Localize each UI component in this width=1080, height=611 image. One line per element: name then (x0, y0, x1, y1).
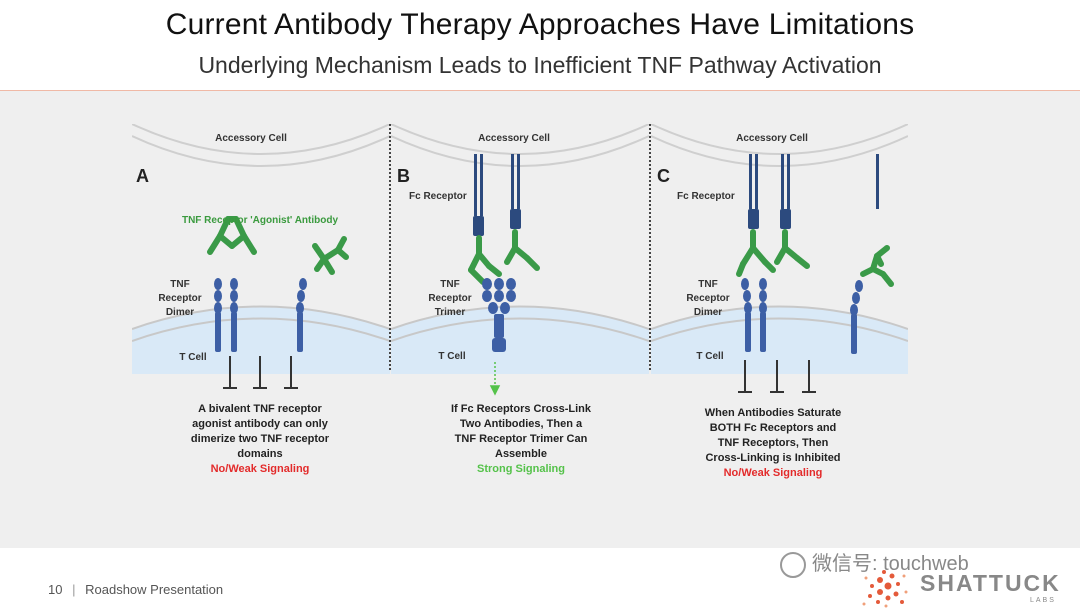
caption-line: Cross-Linking is Inhibited (705, 452, 841, 464)
activation-arrow (489, 362, 501, 396)
page-number: 10 (48, 582, 63, 597)
panel-c-t-cell-label: T Cell (696, 351, 724, 362)
receptor-label-line: Trimer (434, 307, 466, 318)
receptor-label-line: Receptor (686, 293, 730, 304)
receptor-label-line: TNF (698, 279, 718, 290)
shattuck-logo: SHATTUCK LABS (858, 566, 1068, 610)
footer-separator: | (72, 582, 76, 597)
panel-b-signal: Strong Signaling (477, 463, 565, 475)
panel-c-illustration (651, 124, 908, 374)
panel-b-caption: If Fc Receptors Cross-Link Two Antibodie… (431, 402, 611, 477)
caption-line: If Fc Receptors Cross-Link (451, 403, 591, 415)
caption-line: agonist antibody can only (192, 418, 328, 430)
receptor-label-line: Dimer (165, 307, 195, 318)
receptor-label-line: Dimer (693, 307, 723, 318)
t-cell-membrane-inner (391, 317, 649, 342)
mechanism-diagram: A Accessory Cell TNF Receptor 'Agonist' … (132, 124, 908, 494)
footer-label: Roadshow Presentation (85, 582, 224, 597)
tnf-receptor-trimer (482, 278, 516, 352)
caption-line: Two Antibodies, Then a (459, 418, 583, 430)
t-cell-membrane-outer (391, 305, 649, 330)
slide-subtitle: Underlying Mechanism Leads to Inefficien… (198, 52, 882, 78)
tnf-receptor-dimer (741, 278, 767, 352)
panel-b-t-cell-label: T Cell (438, 351, 466, 362)
caption-line: domains (237, 448, 283, 460)
accessory-cell-membrane-inner (132, 135, 390, 167)
panel-a: A Accessory Cell TNF Receptor 'Agonist' … (132, 124, 390, 494)
panel-c-receptor-label: TNF Receptor Dimer (683, 278, 733, 320)
panel-c-molecules (736, 154, 894, 393)
logo-subtext: LABS (1030, 597, 1056, 604)
panel-a-letter: A (136, 166, 149, 186)
panel-c-fc-receptor-label: Fc Receptor (677, 191, 735, 202)
panel-divider-bc (649, 124, 651, 370)
panel-b: B Accessory Cell Fc Receptor TNF Recepto… (391, 124, 649, 494)
watermark-text: 微信号: touchweb (812, 553, 969, 575)
panel-b-receptor-label: TNF Receptor Trimer (425, 278, 475, 320)
accessory-cell-membrane-inner (651, 135, 908, 167)
panel-a-t-cell-label: T Cell (179, 352, 207, 363)
t-cell-membrane-inner (651, 317, 908, 342)
t-cell-membrane-inner (132, 317, 390, 342)
panel-b-illustration (391, 124, 649, 396)
caption-line: A bivalent TNF receptor (198, 403, 322, 415)
free-antibody (312, 236, 349, 275)
receptor-label-line: Receptor (158, 293, 202, 304)
caption-line: Assemble (495, 448, 547, 460)
panel-c: C Accessory Cell Fc Receptor TNF Recepto… (651, 124, 908, 494)
panel-b-fc-receptor-label: Fc Receptor (409, 191, 467, 202)
panel-c-accessory-cell-label: Accessory Cell (736, 133, 808, 144)
slide-footer: 10 | Roadshow Presentation (48, 582, 223, 597)
fc-receptors-c (748, 154, 791, 229)
accessory-cell-membrane-outer (132, 124, 390, 155)
header-divider (0, 90, 1080, 91)
panel-b-accessory-cell-label: Accessory Cell (478, 133, 550, 144)
logo-dots-icon (862, 570, 908, 608)
panel-b-letter: B (397, 166, 410, 186)
accessory-cell-membrane-outer (391, 124, 649, 155)
fc-receptors (473, 154, 521, 236)
free-antibody (860, 245, 894, 287)
receptor-label-line: TNF (440, 279, 460, 290)
caption-line: When Antibodies Saturate (704, 407, 842, 419)
inhibition-symbols (738, 360, 816, 393)
receptor-label-line: TNF (170, 279, 190, 290)
panel-c-letter: C (657, 166, 670, 186)
tnf-receptor-monomer (850, 280, 863, 354)
tnf-receptor-dimer (214, 278, 238, 352)
fc-receptor-columns (876, 154, 879, 209)
slide-title: Current Antibody Therapy Approaches Have… (165, 8, 915, 41)
wechat-watermark: 微信号: touchweb (780, 547, 969, 578)
caption-line: dimerize two TNF receptor (190, 433, 330, 445)
caption-line: TNF Receptors, Then (717, 437, 829, 449)
logo-wordmark: SHATTUCK (920, 570, 1061, 596)
panel-divider-ab (389, 124, 391, 370)
panel-a-signal: No/Weak Signaling (210, 463, 310, 475)
cross-linked-antibodies (468, 229, 540, 285)
agonist-antibody-bound (207, 216, 257, 255)
caption-line: BOTH Fc Receptors and (709, 422, 837, 434)
wechat-icon (780, 551, 806, 578)
tnf-receptor-monomer (296, 278, 307, 352)
panel-a-caption: A bivalent TNF receptor agonist antibody… (172, 402, 348, 477)
panel-a-receptor-label: TNF Receptor Dimer (156, 278, 204, 320)
panel-a-illustration (132, 124, 390, 389)
inhibition-symbols (223, 356, 298, 389)
panel-c-caption: When Antibodies Saturate BOTH Fc Recepto… (685, 406, 861, 481)
panel-a-antibody-label: TNF Receptor 'Agonist' Antibody (181, 215, 339, 226)
t-cell-membrane-outer (132, 305, 390, 330)
t-cell-membrane-outer (651, 305, 908, 330)
receptor-label-line: Receptor (428, 293, 472, 304)
panel-c-signal: No/Weak Signaling (723, 467, 823, 479)
caption-line: TNF Receptor Trimer Can (454, 433, 588, 445)
fc-bound-antibodies (736, 229, 810, 277)
panel-a-accessory-cell-label: Accessory Cell (215, 133, 287, 144)
accessory-cell-membrane-outer (651, 124, 908, 155)
